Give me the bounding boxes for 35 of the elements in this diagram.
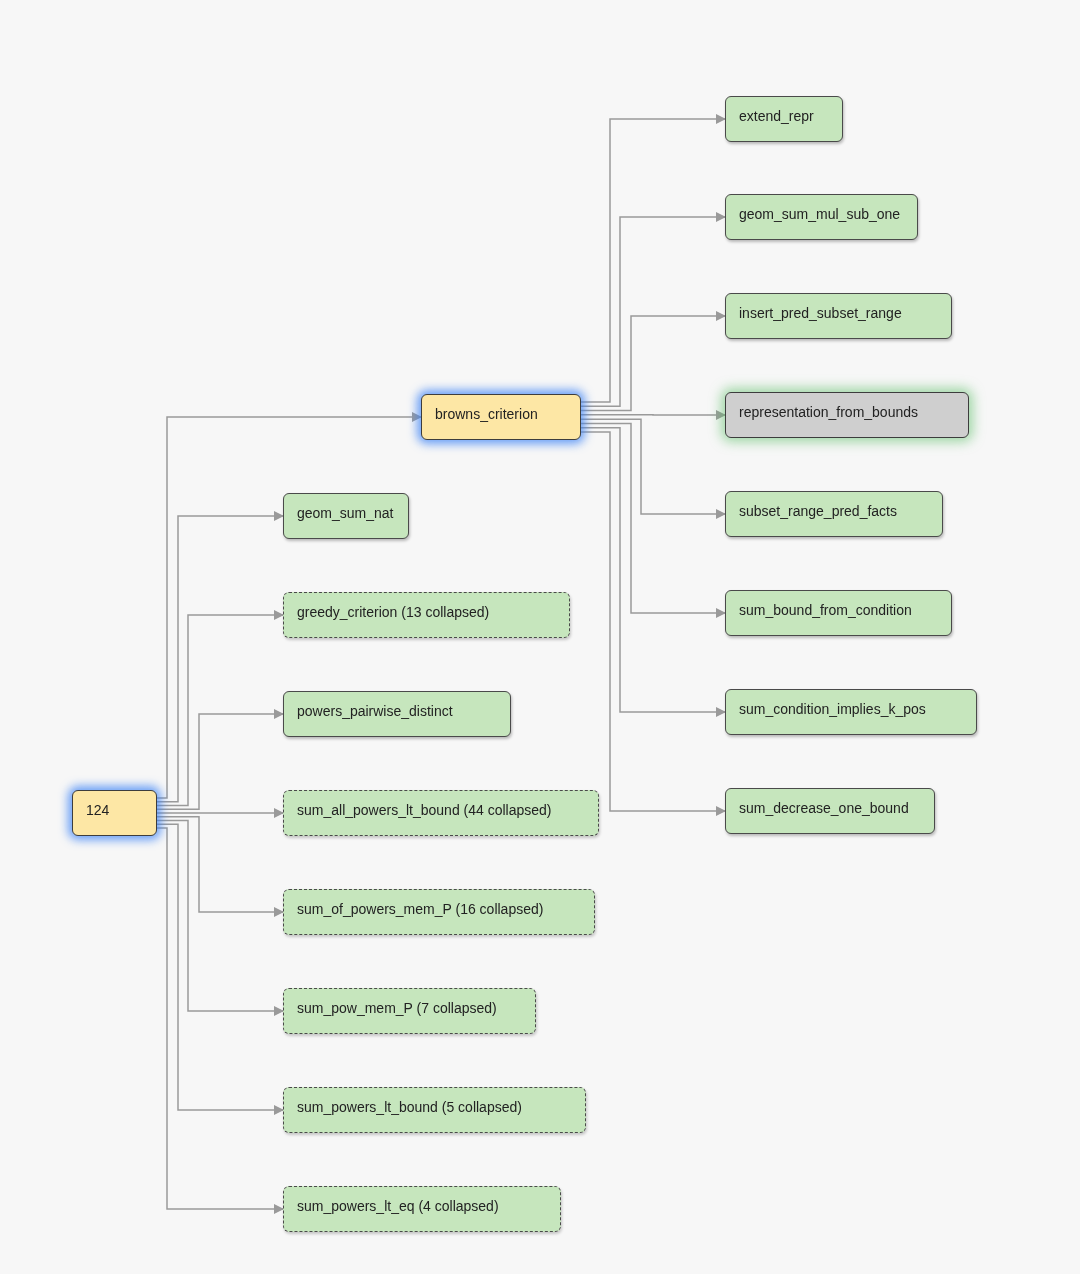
arrow xyxy=(156,827,284,1214)
arrow xyxy=(580,410,726,420)
arrow xyxy=(156,823,284,1115)
node-box: 124 xyxy=(72,790,157,836)
node-box: representation_from_bounds xyxy=(725,392,969,438)
arrow xyxy=(156,808,284,818)
node-box: browns_criterion xyxy=(421,394,581,440)
node-box: sum_powers_lt_bound (5 collapsed) xyxy=(283,1087,586,1133)
node-box: greedy_criterion (13 collapsed) xyxy=(283,592,570,638)
arrow xyxy=(580,114,726,403)
node-box: geom_sum_nat xyxy=(283,493,409,539)
arrow xyxy=(156,610,284,807)
node-box: powers_pairwise_distinct xyxy=(283,691,511,737)
node-box: extend_repr xyxy=(725,96,843,142)
node-box: sum_condition_implies_k_pos xyxy=(725,689,977,735)
arrow xyxy=(156,709,284,810)
arrow xyxy=(580,212,726,408)
node-box: sum_pow_mem_P (7 collapsed) xyxy=(283,988,536,1034)
arrow xyxy=(580,426,726,717)
node-box: geom_sum_mul_sub_one xyxy=(725,194,918,240)
node-box: insert_pred_subset_range xyxy=(725,293,952,339)
node-box: sum_of_powers_mem_P (16 collapsed) xyxy=(283,889,595,935)
arrow xyxy=(156,511,284,803)
node-box: sum_decrease_one_bound xyxy=(725,788,935,834)
arrow xyxy=(156,412,422,799)
arrow xyxy=(580,311,726,412)
node-box: subset_range_pred_facts xyxy=(725,491,943,537)
node-box: sum_bound_from_condition xyxy=(725,590,952,636)
arrow xyxy=(156,816,284,917)
node-box: sum_all_powers_lt_bound (44 collapsed) xyxy=(283,790,599,836)
arrow xyxy=(156,819,284,1016)
node-box: sum_powers_lt_eq (4 collapsed) xyxy=(283,1186,561,1232)
arrow xyxy=(580,431,726,816)
arrow xyxy=(580,422,726,618)
arrow xyxy=(580,418,726,519)
